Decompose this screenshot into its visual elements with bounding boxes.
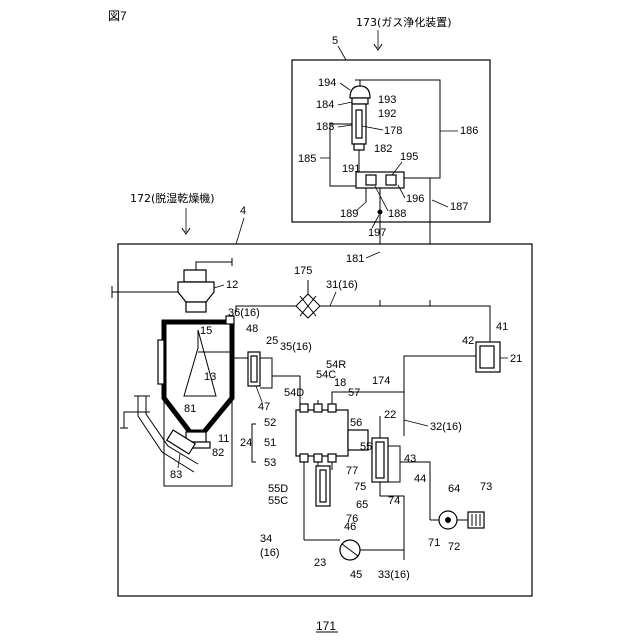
label-186: 186 (460, 125, 478, 137)
label-182: 182 (374, 143, 392, 155)
label-21: 21 (510, 353, 522, 365)
valve-unit-182 (356, 172, 404, 188)
valve-195 (386, 175, 396, 185)
port-55R (328, 454, 336, 462)
label-18: 18 (334, 377, 346, 389)
label-174: 174 (372, 375, 390, 387)
port-55D (300, 454, 308, 462)
gas-purifier-ref-leader (338, 46, 346, 60)
label-36: 36(16) (228, 307, 260, 319)
label-196: 196 (406, 193, 424, 205)
label-55C: 55C (268, 495, 288, 507)
label-188: 188 (388, 208, 406, 220)
label-15: 15 (200, 325, 212, 337)
label-41: 41 (496, 321, 508, 333)
part-191 (354, 144, 364, 150)
label-75: 75 (354, 481, 366, 493)
filter-75 (376, 442, 384, 478)
label-184: 184 (316, 99, 334, 111)
label-73: 73 (480, 481, 492, 493)
label-56: 56 (350, 417, 362, 429)
label-33: 33(16) (378, 569, 410, 581)
filter-76 (320, 470, 326, 502)
port-54C (314, 404, 322, 412)
label-191: 191 (342, 163, 360, 175)
label-23: 23 (314, 557, 326, 569)
window-vessel (158, 340, 164, 384)
port-55C (314, 454, 322, 462)
label-175: 175 (294, 265, 312, 277)
label-12: 12 (226, 279, 238, 291)
label-178: 178 (384, 125, 402, 137)
dehumidifier-ref-leader (236, 218, 244, 244)
label-54D: 54D (284, 387, 304, 399)
label-44: 44 (414, 473, 426, 485)
label-42: 42 (462, 335, 474, 347)
port-54R (328, 404, 336, 412)
label-43: 43 (404, 453, 416, 465)
label-77: 77 (346, 465, 358, 477)
label-47: 47 (258, 401, 270, 413)
label-55D: 55D (268, 483, 288, 495)
label-181: 181 (346, 253, 364, 265)
label-46: 46 (344, 521, 356, 533)
label-81: 81 (184, 403, 196, 415)
part-193 (352, 98, 368, 104)
chamber-194 (350, 86, 370, 98)
label-53: 53 (264, 457, 276, 469)
label-24: 24 (240, 437, 252, 449)
label-183: 183 (316, 121, 334, 133)
label-11: 11 (218, 433, 229, 445)
label-189: 189 (340, 208, 358, 220)
label-35-visible: 35(16) (280, 341, 312, 353)
hopper-neck (186, 302, 206, 312)
hopper-12 (178, 282, 214, 302)
label-74: 74 (388, 495, 400, 507)
label-52: 52 (264, 417, 276, 429)
label-34: 34 (260, 533, 272, 545)
dehumidifier-ref: 4 (240, 205, 246, 217)
label-13: 13 (204, 371, 216, 383)
label-187: 187 (450, 201, 468, 213)
figure-title: 図7 (108, 9, 127, 23)
label-51: 51 (264, 437, 276, 449)
figure-number: 171 (316, 619, 336, 633)
sensor-197 (378, 210, 383, 215)
heater-42 (480, 346, 494, 368)
label-72: 72 (448, 541, 460, 553)
label-45: 45 (350, 569, 362, 581)
label-194: 194 (318, 77, 336, 89)
label-64: 64 (448, 483, 460, 495)
port-54D (300, 404, 308, 412)
label-83: 83 (170, 469, 182, 481)
gas-purifier-ref: 5 (332, 35, 338, 47)
valve-188 (366, 175, 376, 185)
label-32: 32(16) (430, 421, 462, 433)
label-25: 25 (266, 335, 278, 347)
label-71: 71 (428, 537, 440, 549)
gas-purifier-title: 173(ガス浄化装置) (356, 15, 452, 29)
filter-47-inner (251, 356, 257, 382)
dehumidifier-title: 172(脱湿乾燥機) (130, 191, 215, 205)
valve-block-51 (296, 410, 348, 456)
label-197: 197 (368, 227, 386, 239)
label-16: (16) (260, 547, 280, 559)
label-192: 192 (378, 108, 396, 120)
label-185: 185 (298, 153, 316, 165)
label-82: 82 (212, 447, 224, 459)
label-48: 48 (246, 323, 258, 335)
label-195: 195 (400, 151, 418, 163)
label-22: 22 (384, 409, 396, 421)
tube-178 (356, 110, 362, 138)
hopper-cap (184, 270, 206, 282)
label-193: 193 (378, 94, 396, 106)
label-31: 31(16) (326, 279, 358, 291)
label-57: 57 (348, 387, 360, 399)
label-65: 65 (356, 499, 368, 511)
pump-64-core (445, 517, 451, 523)
